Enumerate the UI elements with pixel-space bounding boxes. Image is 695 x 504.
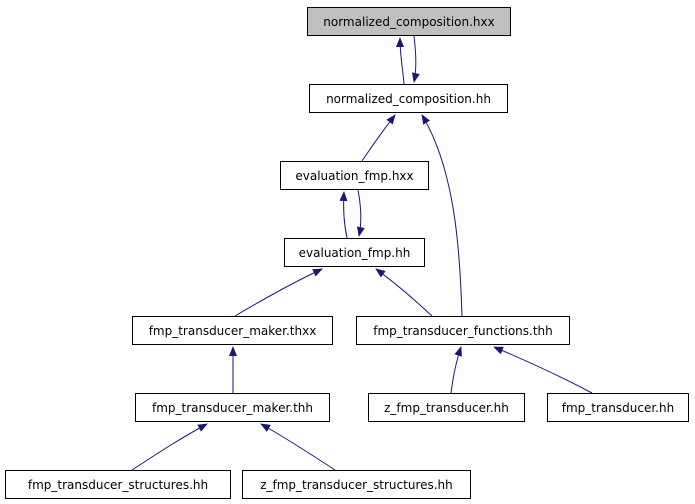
edge-fmp-transducer-functions-thh-to-evaluation-fmp-hh bbox=[375, 268, 433, 317]
edge-fmp-transducer-maker-thxx-to-evaluation-fmp-hh bbox=[234, 268, 323, 317]
edge-fmp-transducer-hh-to-fmp-transducer-functions-thh bbox=[493, 346, 593, 394]
edge-normalized-composition-hxx-to-normalized-composition-hh bbox=[411, 35, 420, 83]
node-fmp-transducer-functions-thh[interactable]: fmp_transducer_functions.thh bbox=[356, 316, 570, 345]
node-fmp-transducer-hh[interactable]: fmp_transducer.hh bbox=[547, 393, 689, 422]
edge-evaluation-fmp-hxx-to-evaluation-fmp-hh bbox=[356, 189, 365, 237]
edge-fmp-transducer-functions-thh-to-normalized-composition-hh bbox=[421, 114, 463, 317]
node-evaluation-fmp-hh[interactable]: evaluation_fmp.hh bbox=[284, 238, 425, 267]
edge-evaluation-fmp-hxx-to-normalized-composition-hh bbox=[361, 114, 396, 162]
edge-normalized-composition-hh-to-normalized-composition-hxx bbox=[396, 37, 405, 85]
node-fmp-transducer-structures-hh[interactable]: fmp_transducer_structures.hh bbox=[5, 470, 231, 499]
node-normalized-composition-hxx: normalized_composition.hxx bbox=[307, 7, 511, 36]
edge-z-fmp-transducer-structures-hh-to-fmp-transducer-maker-thh bbox=[260, 423, 336, 471]
edge-fmp-transducer-structures-hh-to-fmp-transducer-maker-thh bbox=[131, 423, 208, 471]
node-z-fmp-transducer-structures-hh[interactable]: z_fmp_transducer_structures.hh bbox=[242, 470, 471, 499]
node-normalized-composition-hh[interactable]: normalized_composition.hh bbox=[309, 84, 508, 113]
node-z-fmp-transducer-hh[interactable]: z_fmp_transducer.hh bbox=[368, 393, 525, 422]
node-fmp-transducer-maker-thxx[interactable]: fmp_transducer_maker.thxx bbox=[132, 316, 333, 345]
node-evaluation-fmp-hxx[interactable]: evaluation_fmp.hxx bbox=[280, 161, 429, 190]
node-fmp-transducer-maker-thh[interactable]: fmp_transducer_maker.thh bbox=[135, 393, 330, 422]
edge-z-fmp-transducer-hh-to-fmp-transducer-functions-thh bbox=[450, 346, 462, 394]
edge-evaluation-fmp-hh-to-evaluation-fmp-hxx bbox=[339, 191, 348, 239]
